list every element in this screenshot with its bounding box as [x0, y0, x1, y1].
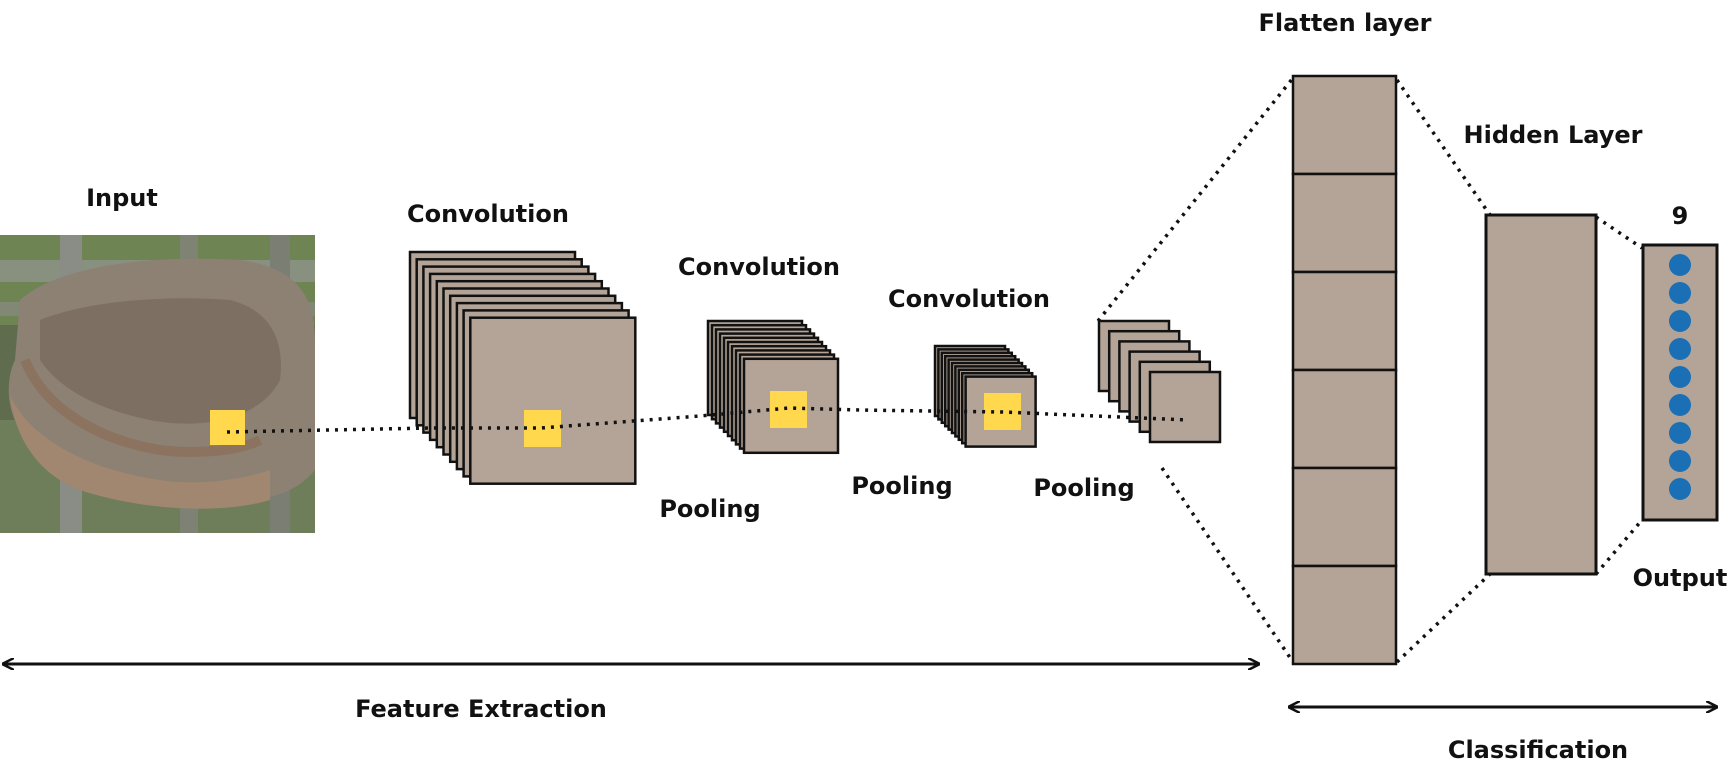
input-image: [0, 235, 315, 533]
pool3-label: Pooling: [1033, 474, 1134, 502]
flatten-label: Flatten layer: [1259, 9, 1432, 37]
output-node-8: [1669, 450, 1691, 472]
flatten-cell-4: [1291, 368, 1398, 470]
flatten-cell-6: [1291, 564, 1398, 666]
flatten-cell-3: [1291, 270, 1398, 372]
output-node-1: [1669, 254, 1691, 276]
output-nodes: [1669, 254, 1691, 500]
flatten-cell-1: [1291, 74, 1398, 176]
feature-extraction-label: Feature Extraction: [355, 695, 607, 723]
output-count-label: 9: [1672, 202, 1689, 230]
input-kernel: [210, 410, 245, 445]
output-node-9: [1669, 478, 1691, 500]
output-projection-bottom: [1594, 518, 1644, 576]
output-node-4: [1669, 338, 1691, 360]
conv3-label: Convolution: [888, 285, 1050, 313]
output-label: Output: [1633, 564, 1728, 592]
flatten-projection-bottom: [1160, 467, 1295, 663]
conv2-stack: [706, 319, 840, 455]
pool3-feature-map-6: [1148, 370, 1222, 444]
output-projection-top: [1595, 215, 1643, 250]
conv2-label: Convolution: [678, 253, 840, 281]
conv1-label: Convolution: [407, 200, 569, 228]
pool2-label: Pooling: [851, 472, 952, 500]
output-node-7: [1669, 422, 1691, 444]
flatten-layer: [1291, 74, 1398, 666]
flatten-cell-2: [1291, 172, 1398, 274]
output-node-6: [1669, 394, 1691, 416]
hidden-layer: [1484, 213, 1598, 576]
output-node-5: [1669, 366, 1691, 388]
output-node-3: [1669, 310, 1691, 332]
flatten-cell-5: [1291, 466, 1398, 568]
hidden-projection-bottom: [1395, 572, 1492, 664]
pool1-label: Pooling: [659, 495, 760, 523]
classification-label: Classification: [1448, 736, 1628, 764]
conv1-stack: [408, 250, 637, 485]
hidden-label: Hidden Layer: [1464, 121, 1643, 149]
hidden-projection-top: [1395, 79, 1492, 216]
flatten-projection-top: [1096, 76, 1295, 323]
input-label: Input: [86, 184, 158, 212]
pool3-stack: [1097, 319, 1222, 444]
conv1-feature-map-10: [469, 316, 637, 485]
output-node-2: [1669, 282, 1691, 304]
